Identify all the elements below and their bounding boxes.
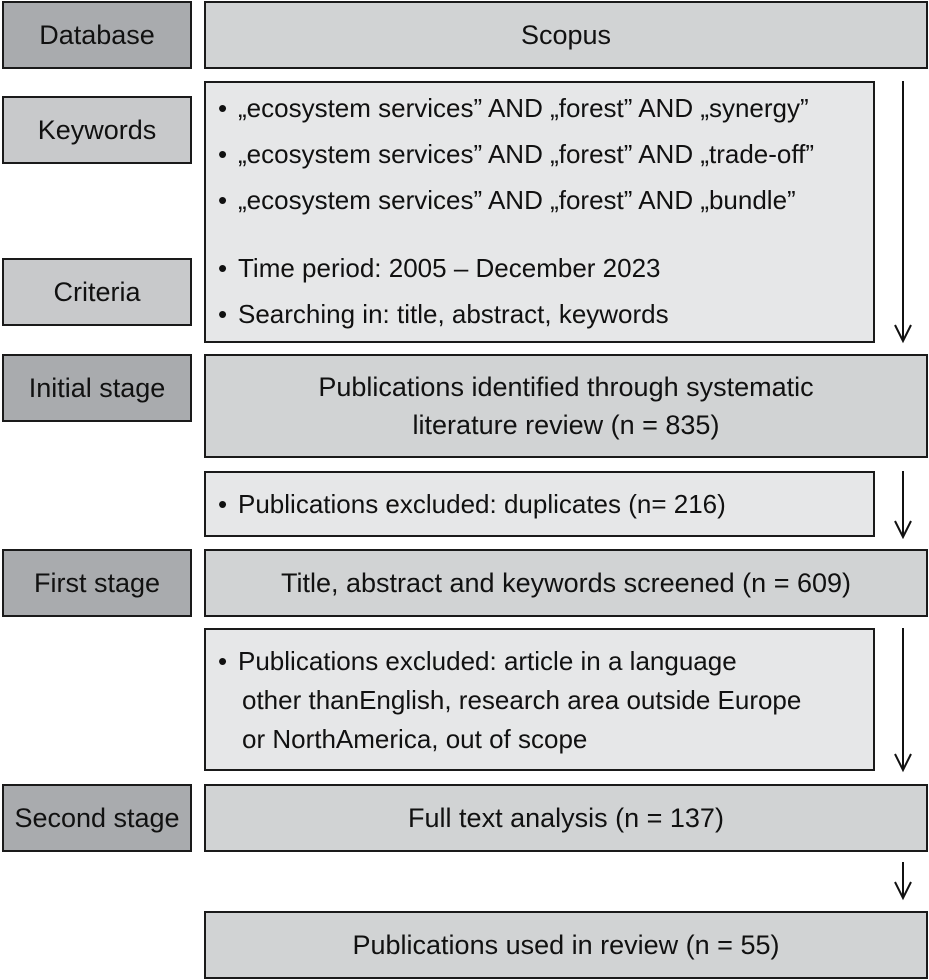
- exclusion-text: other thanEnglish, research area outside…: [242, 685, 802, 715]
- label-initial-stage-text: Initial stage: [28, 372, 166, 403]
- database-box: Scopus: [204, 1, 928, 69]
- label-initial-stage: Initial stage: [2, 354, 192, 422]
- keyword-item: • „ecosystem services” AND „forest” AND „…: [218, 87, 809, 129]
- exclusion-text: Publications excluded: duplicates (n= 21…: [238, 489, 726, 519]
- label-second-stage: Second stage: [2, 784, 192, 852]
- exclusion-item: • Publications excluded: article in a lan…: [218, 640, 737, 682]
- label-keywords: Keywords: [2, 96, 192, 164]
- first-stage-text: Title, abstract and keywords screened (n…: [280, 568, 852, 598]
- label-keywords-text: Keywords: [37, 114, 157, 145]
- bullet-icon: •: [218, 646, 228, 676]
- final-result-box: Publications used in review (n = 55): [204, 911, 928, 979]
- initial-stage-line: literature review (n = 835): [412, 410, 720, 440]
- keyword-item: • „ecosystem services” AND „forest” AND „…: [218, 179, 796, 221]
- exclusion-continuation: other thanEnglish, research area outside…: [242, 679, 801, 721]
- exclusion-continuation: or NorthAmerica, out of scope: [242, 718, 587, 760]
- exclusion-scope-box: • Publications excluded: article in a lan…: [204, 628, 875, 771]
- label-database: Database: [2, 1, 192, 69]
- label-database-text: Database: [39, 19, 155, 50]
- second-stage-box: Full text analysis (n = 137): [204, 784, 928, 852]
- criteria-text: Time period: 2005 – December 2023: [238, 253, 661, 283]
- keyword-text: „ecosystem services” AND „forest” AND „s…: [238, 93, 809, 123]
- label-first-stage-text: First stage: [33, 567, 161, 598]
- down-arrow-icon: [894, 471, 912, 539]
- bullet-icon: •: [218, 139, 228, 169]
- criteria-text: Searching in: title, abstract, keywords: [238, 299, 669, 329]
- bullet-icon: •: [218, 253, 228, 283]
- bullet-icon: •: [218, 93, 228, 123]
- bullet-icon: •: [218, 299, 228, 329]
- down-arrow-icon: [894, 81, 912, 344]
- criteria-item: • Searching in: title, abstract, keywords: [218, 293, 669, 335]
- keyword-text: „ecosystem services” AND „forest” AND „t…: [238, 139, 814, 169]
- exclusion-text: or NorthAmerica, out of scope: [242, 724, 588, 754]
- search-terms-box: • „ecosystem services” AND „forest” AND „…: [204, 81, 875, 343]
- keyword-item: • „ecosystem services” AND „forest” AND „…: [218, 133, 814, 175]
- initial-stage-line: Publications identified through systemat…: [318, 372, 814, 402]
- exclusion-text: Publications excluded: article in a lang…: [238, 646, 737, 676]
- final-result-text: Publications used in review (n = 55): [352, 930, 780, 960]
- down-arrow-icon: [894, 862, 912, 901]
- down-arrow-icon: [894, 628, 912, 773]
- label-first-stage: First stage: [2, 549, 192, 617]
- keyword-text: „ecosystem services” AND „forest” AND „b…: [238, 185, 796, 215]
- initial-stage-box: Publications identified through systemat…: [204, 354, 928, 458]
- label-criteria: Criteria: [2, 258, 192, 326]
- second-stage-text: Full text analysis (n = 137): [408, 803, 724, 833]
- exclusion-duplicates-box: • Publications excluded: duplicates (n= 2…: [204, 471, 875, 537]
- bullet-icon: •: [218, 489, 228, 519]
- database-value: Scopus: [520, 20, 612, 50]
- bullet-icon: •: [218, 185, 228, 215]
- first-stage-box: Title, abstract and keywords screened (n…: [204, 549, 928, 617]
- label-criteria-text: Criteria: [53, 276, 141, 307]
- exclusion-item: • Publications excluded: duplicates (n= 2…: [218, 483, 726, 525]
- label-second-stage-text: Second stage: [14, 802, 180, 833]
- criteria-item: • Time period: 2005 – December 2023: [218, 247, 661, 289]
